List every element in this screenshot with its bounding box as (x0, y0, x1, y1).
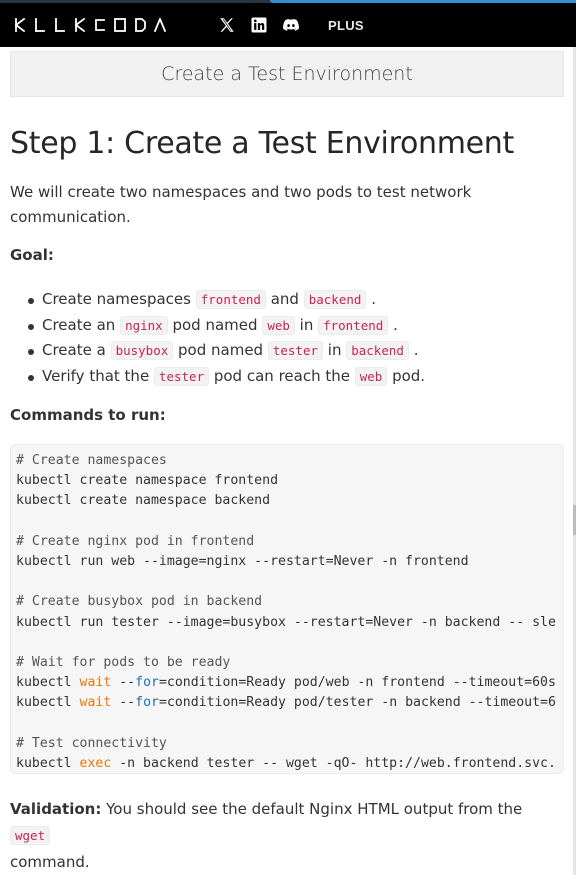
code-line (16, 713, 556, 733)
section-header: Create a Test Environment (10, 51, 564, 97)
step-title: Step 1: Create a Test Environment (10, 126, 514, 161)
goal-text: pod named (173, 341, 268, 360)
code-comment: # Wait for pods to be ready (16, 654, 231, 670)
goal-item: Create namespaces frontend and backend . (26, 287, 425, 313)
top-nav-bar: PLUS (0, 0, 576, 47)
code-line (16, 572, 556, 592)
goal-text: pod named (167, 315, 263, 334)
code-blank (16, 715, 24, 730)
inline-code: busybox (110, 341, 174, 361)
step-intro: We will create two namespaces and two po… (10, 183, 472, 226)
goal-text: pod. (387, 367, 426, 386)
code-blank (16, 514, 24, 529)
code-line: kubectl wait --for=condition=Ready pod/t… (16, 693, 556, 713)
code-text: kubectl (16, 695, 80, 711)
section-header-title: Create a Test Environment (161, 63, 413, 85)
page-scrollbar-thumb[interactable] (573, 505, 576, 535)
code-keyword: for (135, 695, 159, 711)
code-keyword: wait (79, 695, 112, 711)
code-blank (16, 574, 24, 589)
goal-text: and (265, 290, 304, 308)
inline-code: tester (153, 367, 210, 387)
code-line: kubectl exec -n backend tester -- wget -… (16, 754, 556, 773)
code-block[interactable]: # Create namespaces kubectl create namesp… (10, 444, 564, 774)
code-line: # Create nginx pod in frontend (16, 532, 556, 552)
commands-label: Commands to run: (10, 406, 166, 424)
code-text: -n backend tester -- wget -qO- http://we… (111, 755, 556, 771)
goal-text: Create a (42, 341, 111, 360)
goal-text: in (323, 341, 347, 360)
validation-text-end: command. (10, 853, 90, 871)
code-line: kubectl run web --image=nginx --restart=… (16, 552, 556, 572)
goal-list: Create namespaces frontend and backend .… (26, 287, 425, 390)
goal-text: . (408, 341, 419, 360)
code-line: kubectl create namespace frontend (16, 471, 556, 491)
code-text: kubectl create namespace frontend (16, 473, 279, 489)
validation-paragraph: Validation: You should see the default N… (10, 796, 560, 875)
goal-text: in (294, 315, 319, 334)
code-comment: # Create busybox pod in backend (16, 594, 263, 610)
plus-link[interactable]: PLUS (328, 18, 364, 33)
code-line (16, 512, 556, 532)
discord-icon[interactable] (281, 15, 301, 35)
inline-code: web (354, 367, 388, 387)
code-line: kubectl run tester --image=busybox --res… (16, 613, 556, 633)
logo-wordmark (14, 18, 166, 32)
code-content: # Create namespaces kubectl create namesp… (16, 451, 556, 773)
inline-code: tester (267, 341, 324, 361)
goal-text: . (388, 315, 398, 334)
goal-text: Verify that the (42, 367, 154, 386)
inline-code: web (262, 315, 295, 335)
code-blank (16, 635, 24, 650)
goal-item: Create a busybox pod named tester in bac… (26, 338, 425, 364)
validation-label: Validation: (10, 800, 102, 818)
code-line: # Create busybox pod in backend (16, 592, 556, 612)
inline-code: backend (303, 290, 367, 309)
code-text: kubectl run tester --image=busybox --res… (16, 614, 556, 630)
goal-text: Create namespaces (42, 290, 196, 308)
code-keyword: exec (79, 755, 112, 771)
code-keyword: wait (79, 675, 112, 691)
code-line (16, 633, 556, 653)
code-text: =condition=Ready pod/web -n frontend --t… (158, 675, 556, 691)
code-text: kubectl create namespace backend (16, 493, 271, 509)
goal-text: . (366, 290, 376, 308)
inline-code: frontend (195, 290, 266, 309)
code-text: kubectl run web --image=nginx --restart=… (16, 553, 469, 569)
goal-item: Create an nginx pod named web in fronten… (26, 313, 425, 339)
x-icon[interactable] (217, 15, 237, 35)
code-text: -- (111, 675, 136, 691)
code-keyword: for (135, 675, 159, 691)
code-comment: # Test connectivity (16, 735, 167, 751)
top-accent-highlight (270, 0, 576, 3)
page-scrollbar-track[interactable] (573, 47, 576, 875)
validation-text: You should see the default Nginx HTML ou… (101, 800, 523, 818)
inline-code: backend (346, 341, 409, 361)
code-text: -- (111, 695, 136, 711)
inline-code: frontend (318, 315, 389, 335)
goal-text: Create an (42, 315, 121, 334)
code-text: kubectl (16, 755, 80, 771)
linkedin-icon[interactable] (249, 15, 269, 35)
code-comment: # Create nginx pod in frontend (16, 533, 255, 549)
code-line: # Test connectivity (16, 734, 556, 754)
code-text: kubectl (16, 675, 80, 691)
goal-label: Goal: (10, 246, 54, 264)
inline-code: wget (10, 826, 51, 845)
code-line: # Create namespaces (16, 451, 556, 471)
goal-item: Verify that the tester pod can reach the… (26, 364, 425, 390)
code-line: kubectl wait --for=condition=Ready pod/w… (16, 673, 556, 693)
goal-text: pod can reach the (209, 367, 355, 386)
code-text: =condition=Ready pod/tester -n backend -… (158, 695, 556, 711)
killercoda-logo[interactable] (14, 15, 166, 35)
code-line: kubectl create namespace backend (16, 491, 556, 511)
code-line: # Wait for pods to be ready (16, 653, 556, 673)
inline-code: nginx (120, 315, 168, 335)
code-comment: # Create namespaces (16, 453, 167, 468)
